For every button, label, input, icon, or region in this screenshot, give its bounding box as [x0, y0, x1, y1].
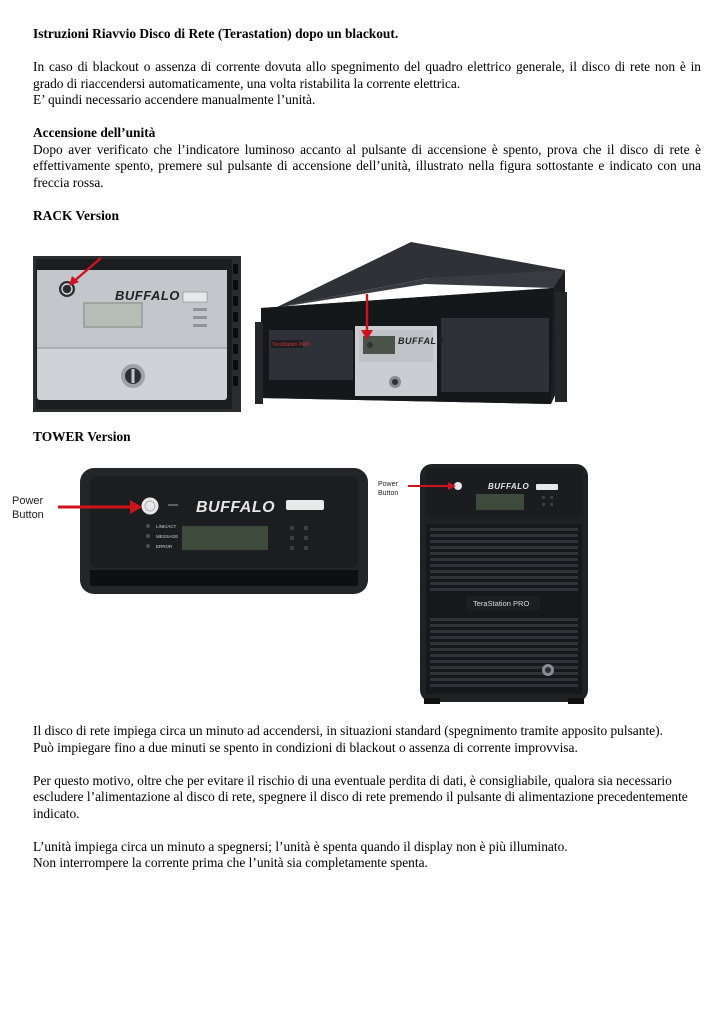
tower-grille [430, 528, 578, 687]
grille-slat [430, 636, 578, 639]
grille-slat [430, 534, 578, 537]
tower-section: TOWER Version [33, 429, 701, 446]
led-label-message: MESSAGE [156, 534, 178, 539]
grille-slat [430, 576, 578, 579]
grille-slat [430, 546, 578, 549]
grille-slat [430, 570, 578, 573]
grille-slat [430, 582, 578, 585]
power-button-callout-line2: Button [12, 509, 44, 521]
tower-brand-logo: BUFFALO [196, 499, 275, 516]
tower-unit-image: BUFFALO TeraStation PRO Power Button [378, 462, 598, 708]
rack-closeup-image: BUFFALO [33, 256, 241, 412]
intro-note: E’ quindi necessario accendere manualmen… [33, 92, 316, 107]
intro-paragraph: In caso di blackout o assenza di corrent… [33, 59, 701, 91]
grille-slat [430, 624, 578, 627]
grille-slat [430, 678, 578, 681]
footer-warning: Non interrompere la corrente prima che l… [33, 855, 428, 870]
grille-slat [430, 540, 578, 543]
grille-slat [430, 654, 578, 657]
document-title: Istruzioni Riavvio Disco di Rete (Terast… [33, 26, 399, 41]
grille-slat [430, 564, 578, 567]
grille-slat [430, 666, 578, 669]
grille-slat [430, 618, 578, 621]
footer-blackout-time: Può impiegare fino a due minuti se spent… [33, 739, 578, 755]
footer-recommendation: Per questo motivo, oltre che per evitare… [33, 772, 688, 821]
power-button-small-line2: Button [378, 490, 398, 497]
grille-slat [430, 642, 578, 645]
tower-heading: TOWER Version [33, 429, 131, 444]
led-label-error: ERROR [156, 544, 173, 549]
footer-startup-time: Il disco di rete impiega circa un minuto… [33, 723, 663, 738]
grille-slat [430, 660, 578, 663]
rack-heading: RACK Version [33, 207, 119, 223]
document-body: Istruzioni Riavvio Disco di Rete (Terast… [33, 26, 701, 224]
grille-slat [430, 558, 578, 561]
grille-slat [430, 648, 578, 651]
rack-unit-brand-logo: BUFFALO [398, 336, 444, 346]
rack-brand-logo: BUFFALO [115, 288, 180, 303]
tower-model-label: TeraStation PRO [473, 599, 529, 608]
grille-slat [430, 528, 578, 531]
tower-unit-brand-logo: BUFFALO [488, 482, 530, 491]
grille-slat [430, 630, 578, 633]
footer-section: Il disco di rete impiega circa un minuto… [33, 723, 701, 872]
grille-slat [430, 684, 578, 687]
grille-slat [430, 552, 578, 555]
rack-model-label: TeraStation PRO [272, 342, 310, 348]
power-button-small-line1: Power [378, 481, 399, 488]
footer-shutdown-time: L’unità impiega circa un minuto a spegne… [33, 838, 568, 854]
power-on-text: Dopo aver verificato che l’indicatore lu… [33, 141, 701, 190]
power-button-callout-line1: Power [12, 495, 44, 507]
power-on-heading: Accensione dell’unità [33, 125, 156, 140]
led-label-link: LINK/ACT [156, 524, 177, 529]
rack-unit-image: TeraStation PRO BUFFALO [255, 242, 567, 404]
tower-closeup-image: LINK/ACT MESSAGE ERROR BUFFALO Power But… [10, 466, 370, 596]
grille-slat [430, 588, 578, 591]
grille-slat [430, 672, 578, 675]
